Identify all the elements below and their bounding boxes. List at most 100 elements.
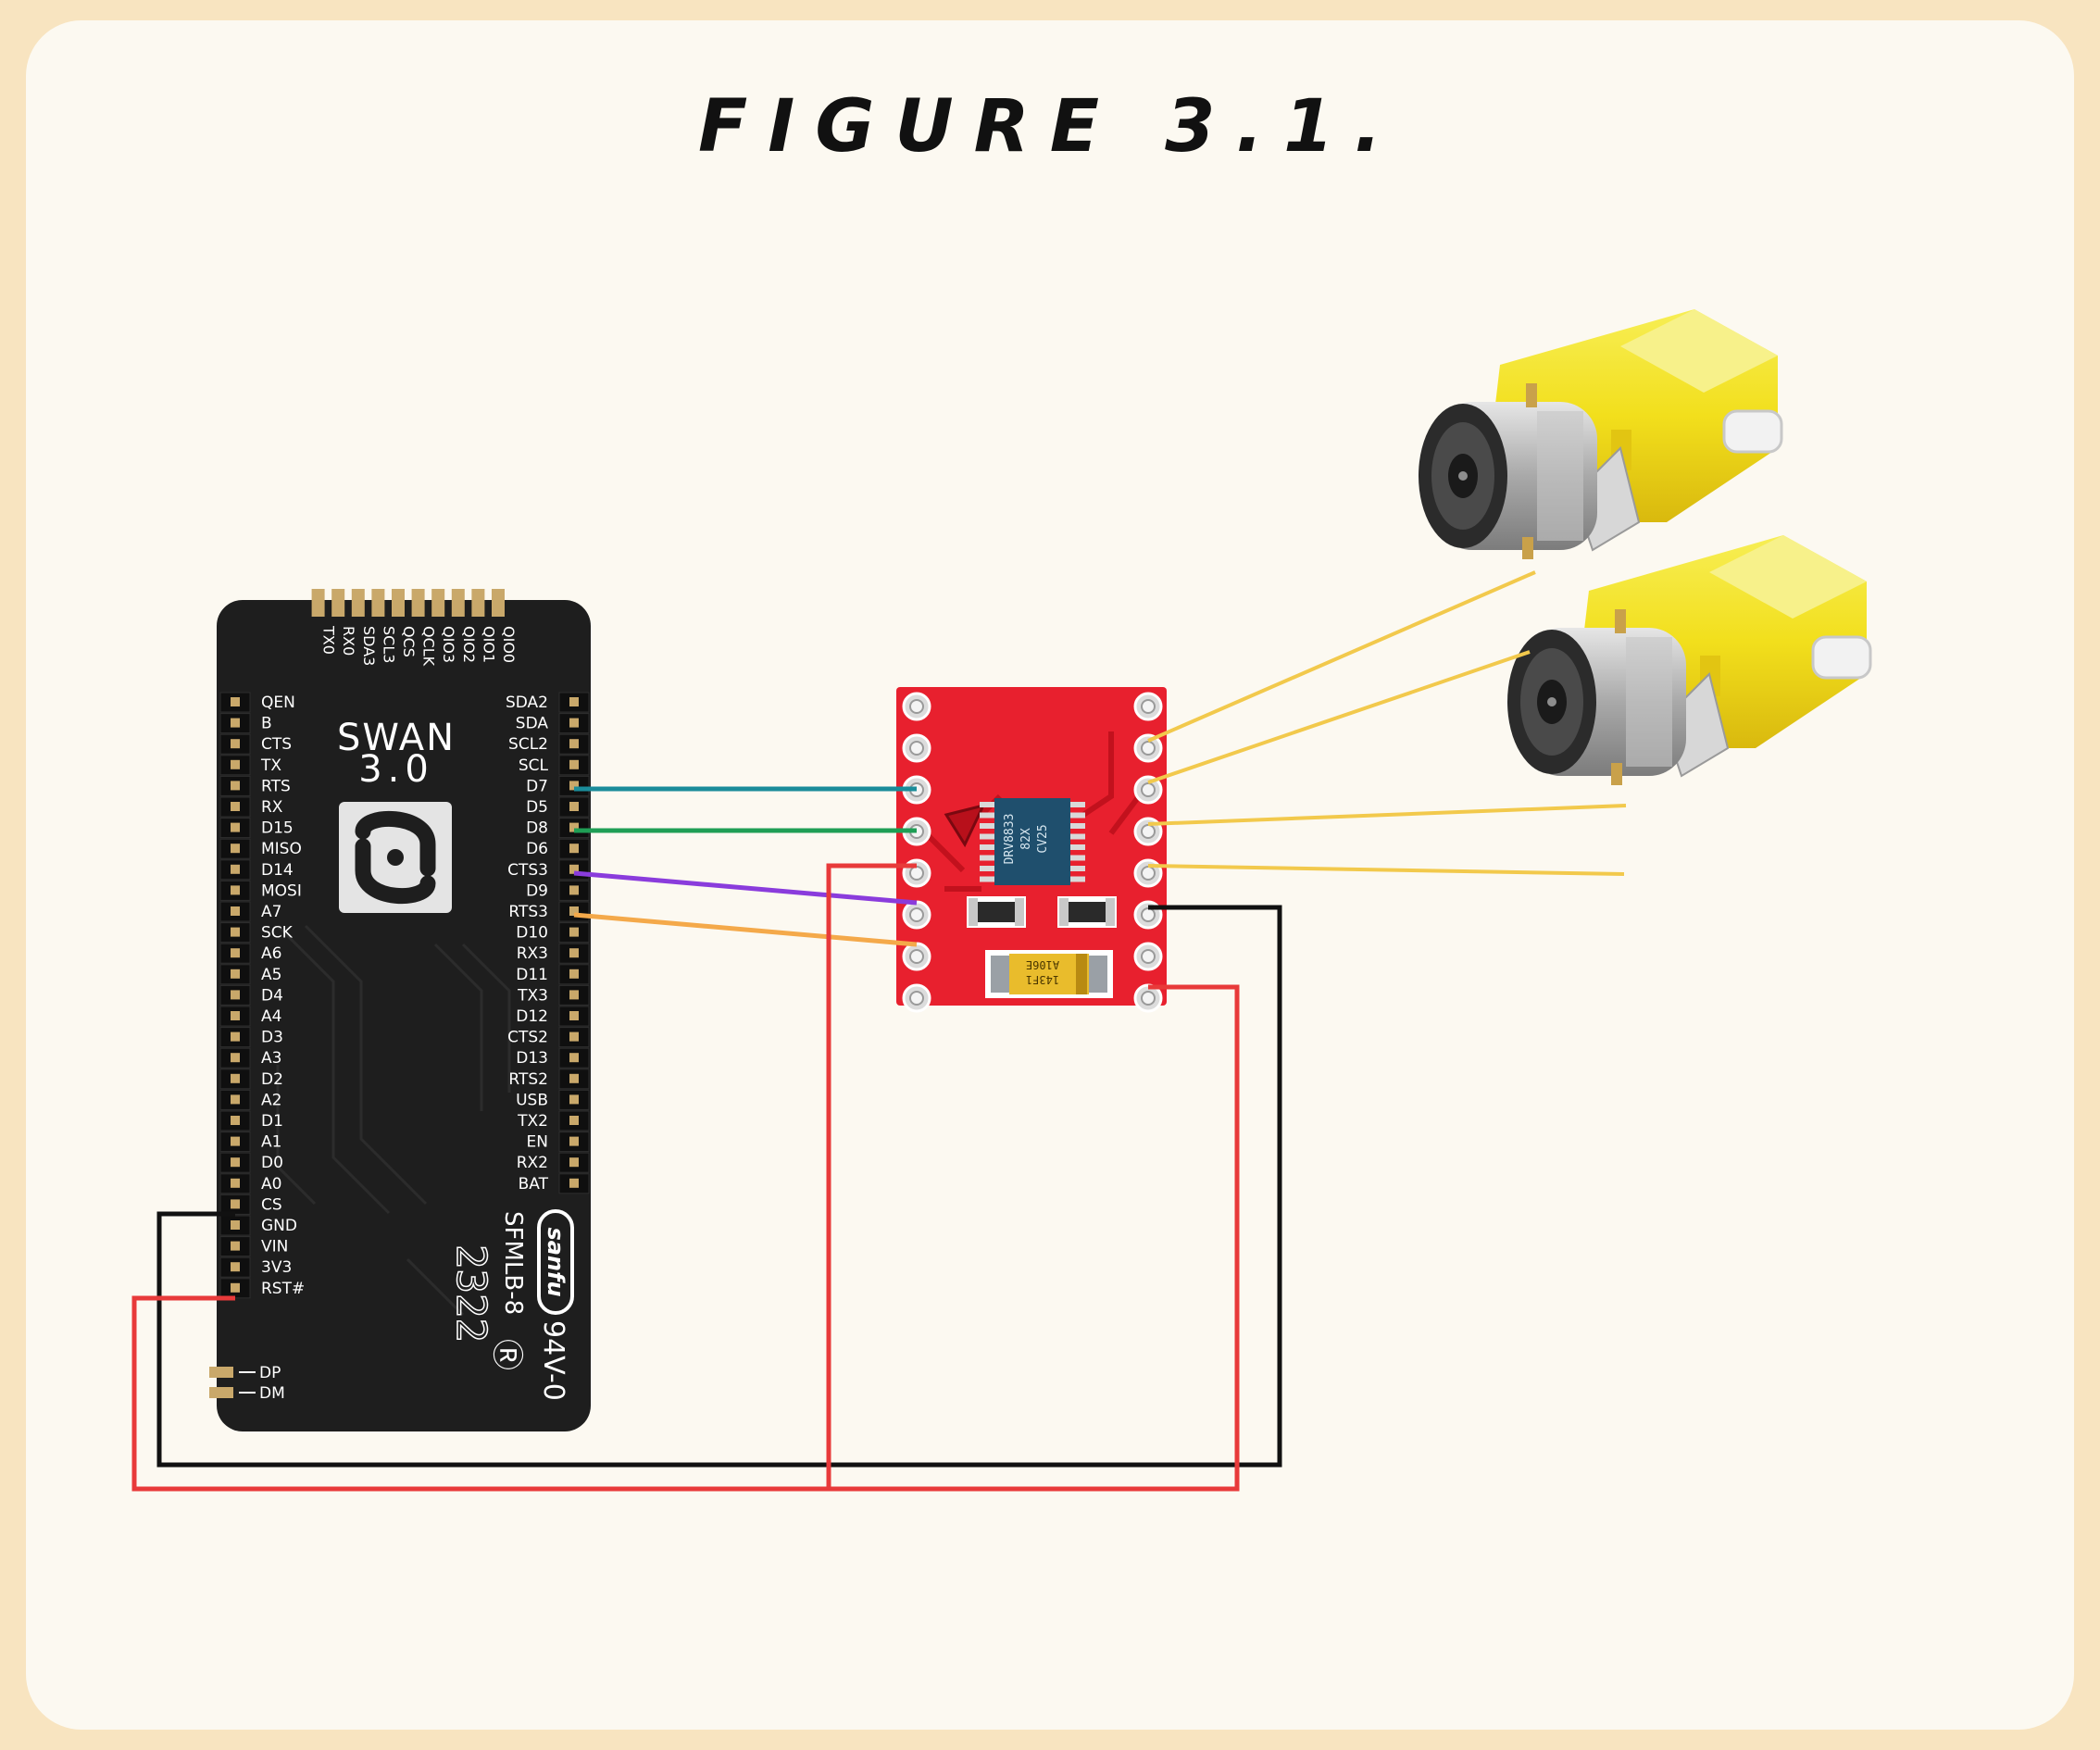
motor-terminal-b <box>1522 537 1533 559</box>
bottom-pad-dp <box>209 1367 233 1378</box>
motor-terminal-b <box>1611 763 1622 785</box>
top-pad <box>492 589 505 617</box>
wire-motor2-b <box>1147 864 1625 876</box>
swan-pcb <box>217 600 591 1431</box>
top-pin-label-qcs: QCS <box>400 626 418 657</box>
header-pin-3v3 <box>219 1256 251 1278</box>
pin-hole <box>909 991 924 1006</box>
resistor-right <box>1057 896 1117 928</box>
wire-motor1-a <box>1147 570 1536 743</box>
header-pin-tx3 <box>558 984 590 1006</box>
left-pin-label-d14: D14 <box>261 861 294 880</box>
right-pin-label-rts2: RTS2 <box>508 1070 548 1089</box>
top-pad <box>392 589 405 617</box>
top-pin-label-sda3: SDA3 <box>360 626 378 666</box>
header-pin-mosi <box>219 880 251 901</box>
chip-marking-2: 82X <box>1019 828 1033 850</box>
swan-rating-mark: 94V-0 <box>537 1320 569 1401</box>
top-pin-label-qclk: QCLK <box>420 626 438 667</box>
wire-d9-to-driver <box>573 870 918 906</box>
bottom-pin-label-dp: DP <box>259 1364 281 1382</box>
swan-markings: sanfu SFMLB-8 94V-0 2322 Ⓡ <box>446 1209 574 1401</box>
left-pin-label-d4: D4 <box>261 986 283 1005</box>
header-pin-scl2 <box>558 733 590 755</box>
header-pin-en <box>558 1131 590 1153</box>
header-pin-a0 <box>219 1173 251 1194</box>
top-pad <box>411 589 425 617</box>
swan-logo <box>339 802 452 913</box>
header-pin-cs <box>219 1194 251 1215</box>
left-pin-label-a6: A6 <box>261 944 281 963</box>
left-pin-label-rts: RTS <box>261 777 291 795</box>
header-pin-d12 <box>558 1006 590 1027</box>
top-pad <box>331 589 345 617</box>
resistor-left <box>967 896 1026 928</box>
header-pin-tx2 <box>558 1110 590 1131</box>
header-pin-d13 <box>558 1047 590 1069</box>
left-pin-label-a3: A3 <box>261 1049 281 1068</box>
right-pin-label-d13: D13 <box>516 1049 548 1068</box>
header-pin-d5 <box>558 796 590 818</box>
pin-hole <box>1141 949 1156 964</box>
header-pin-d9 <box>558 880 590 901</box>
top-pin-label-tx0: TX0 <box>320 625 338 655</box>
chip-leg <box>1070 855 1085 861</box>
header-pin-a1 <box>219 1131 251 1153</box>
header-pin-a6 <box>219 943 251 964</box>
header-pin-scl <box>558 755 590 776</box>
chip-leg <box>1070 833 1085 840</box>
wire-d10-to-driver <box>573 912 918 947</box>
header-pin-rts3 <box>558 901 590 922</box>
right-pin-label-d9: D9 <box>526 881 548 900</box>
right-pin-label-d11: D11 <box>516 966 548 984</box>
left-pin-label-mosi: MOSI <box>261 881 302 900</box>
left-pin-label-d15: D15 <box>261 819 294 838</box>
chip-legs <box>980 802 1085 882</box>
left-pin-label-gnd: GND <box>261 1217 297 1235</box>
header-pin-d0 <box>219 1152 251 1173</box>
left-pin-label-tx: TX <box>260 756 281 775</box>
header-pin-usb <box>558 1089 590 1110</box>
wire-gnd-black <box>156 905 1282 1468</box>
chip-leg <box>1070 866 1085 871</box>
motor-wires <box>1147 570 1627 876</box>
chip-leg <box>1070 823 1085 829</box>
header-pin-miso <box>219 838 251 859</box>
chip-leg <box>980 802 994 807</box>
header-pin-rx <box>219 796 251 818</box>
chip-leg <box>980 866 994 871</box>
motor-end-pin <box>1547 697 1556 706</box>
pin-hole <box>1141 699 1156 714</box>
top-pin-label-qio0: QIO0 <box>500 626 518 663</box>
chip-leg <box>980 855 994 861</box>
header-pin-d1 <box>219 1110 251 1131</box>
gearbox-top <box>1709 535 1867 619</box>
pin-hole <box>1141 907 1156 922</box>
swan-brand-mark: sanfu <box>543 1227 569 1296</box>
header-pin-d6 <box>558 838 590 859</box>
tantalum-capacitor: A106E 143F1 <box>985 950 1113 998</box>
header-pin-sck <box>219 922 251 944</box>
right-pin-label-d10: D10 <box>516 924 548 943</box>
chip-leg <box>1070 812 1085 819</box>
signal-wires <box>573 786 918 947</box>
header-pin-bat <box>558 1173 590 1194</box>
bottom-pad-dm <box>209 1387 233 1398</box>
right-pin-label-scl2: SCL2 <box>508 735 548 754</box>
top-pad <box>351 589 365 617</box>
header-pin-gnd <box>219 1215 251 1236</box>
drv8833-chip: DRV8833 82X CV25 <box>980 798 1085 885</box>
left-pin-label-b: B <box>261 715 272 733</box>
pin-hole <box>909 866 924 881</box>
chip-leg <box>980 812 994 819</box>
power-wires <box>131 863 1282 1492</box>
header-pin-vin <box>219 1236 251 1257</box>
header-pin-cts2 <box>558 1027 590 1048</box>
left-pin-label-a2: A2 <box>261 1091 281 1109</box>
chip-leg <box>980 833 994 840</box>
top-pad <box>431 589 445 617</box>
right-pin-label-bat: BAT <box>519 1175 549 1194</box>
right-pin-label-cts3: CTS3 <box>507 861 548 880</box>
